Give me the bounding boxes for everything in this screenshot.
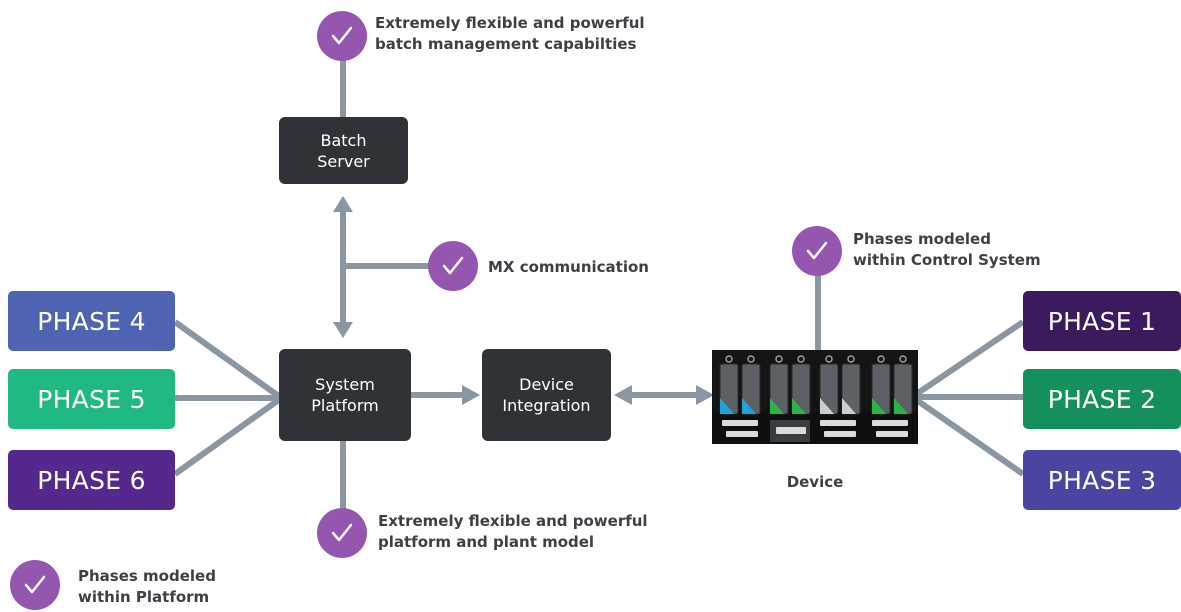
phase-2-box[interactable]: PHASE 2 — [1023, 369, 1181, 429]
checkmark-icon — [317, 508, 367, 558]
connector-phase6 — [173, 396, 282, 477]
device-integration-box[interactable]: Device Integration — [482, 349, 611, 441]
note-batch-management: Extremely flexible and powerful batch ma… — [375, 14, 645, 53]
arrowhead-left-integration — [614, 385, 632, 405]
system-platform-box[interactable]: System Platform — [279, 349, 411, 441]
checkmark-icon — [428, 241, 478, 291]
connector-phase1 — [913, 319, 1025, 398]
arrowhead-up-batch — [333, 196, 353, 212]
checkmark-icon — [317, 11, 367, 61]
connector-phase4 — [173, 319, 282, 400]
phase-6-box[interactable]: PHASE 6 — [8, 450, 175, 510]
device-label: Device — [786, 473, 844, 491]
phase-5-box[interactable]: PHASE 5 — [8, 369, 175, 429]
note-phases-platform: Phases modeled within Platform — [78, 567, 216, 606]
arrowhead-down-platform — [333, 322, 353, 338]
connector-phase3 — [913, 396, 1025, 477]
note-platform-plant-model: Extremely flexible and powerful platform… — [378, 512, 648, 551]
arrowhead-right-device — [696, 385, 714, 405]
phase-1-box[interactable]: PHASE 1 — [1023, 291, 1181, 351]
note-mx-communication: MX communication — [488, 258, 649, 276]
batch-server-box[interactable]: Batch Server — [279, 117, 408, 184]
plc-rack-icon[interactable] — [712, 350, 918, 444]
checkmark-icon — [792, 226, 842, 276]
phase-4-box[interactable]: PHASE 4 — [8, 291, 175, 351]
phase-3-box[interactable]: PHASE 3 — [1023, 450, 1181, 510]
note-phases-control-system: Phases modeled within Control System — [853, 230, 1041, 269]
checkmark-icon — [10, 560, 60, 610]
arrowhead-right-integration — [462, 385, 480, 405]
